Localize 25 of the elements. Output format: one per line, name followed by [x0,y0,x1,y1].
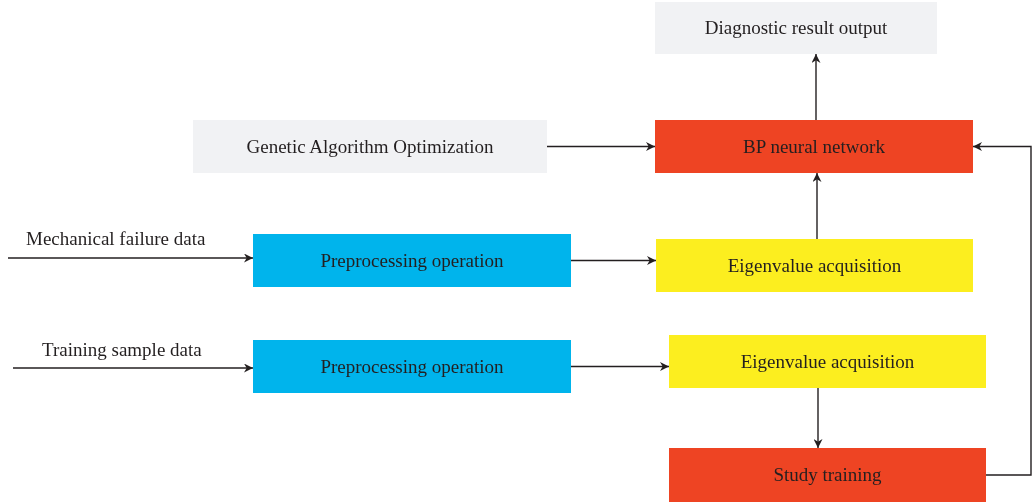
arrow [812,172,822,240]
box-label: Study training [773,464,882,486]
process-box [253,234,571,287]
box-label: Eigenvalue acquisition [740,350,915,373]
arrow [570,362,670,371]
process-box [655,120,973,173]
arrow [7,253,254,263]
process-box [253,340,571,393]
process-box [193,120,547,173]
arrow [12,363,254,373]
arrow [570,256,657,265]
box-label: Diagnostic result output [704,17,888,39]
process-box [656,239,973,292]
arrow [546,142,656,151]
arrow [811,53,821,121]
box-label: Preprocessing operation [320,355,504,378]
arrow [972,142,1032,476]
process-box [669,448,986,502]
arrow [813,387,823,449]
process-box [655,2,937,54]
box-label: Preprocessing operation [320,249,504,272]
box-label: BP neural network [743,135,885,158]
box-label: Genetic Algorithm Optimization [246,135,494,158]
box-label: Eigenvalue acquisition [727,254,902,277]
process-box [669,335,986,388]
